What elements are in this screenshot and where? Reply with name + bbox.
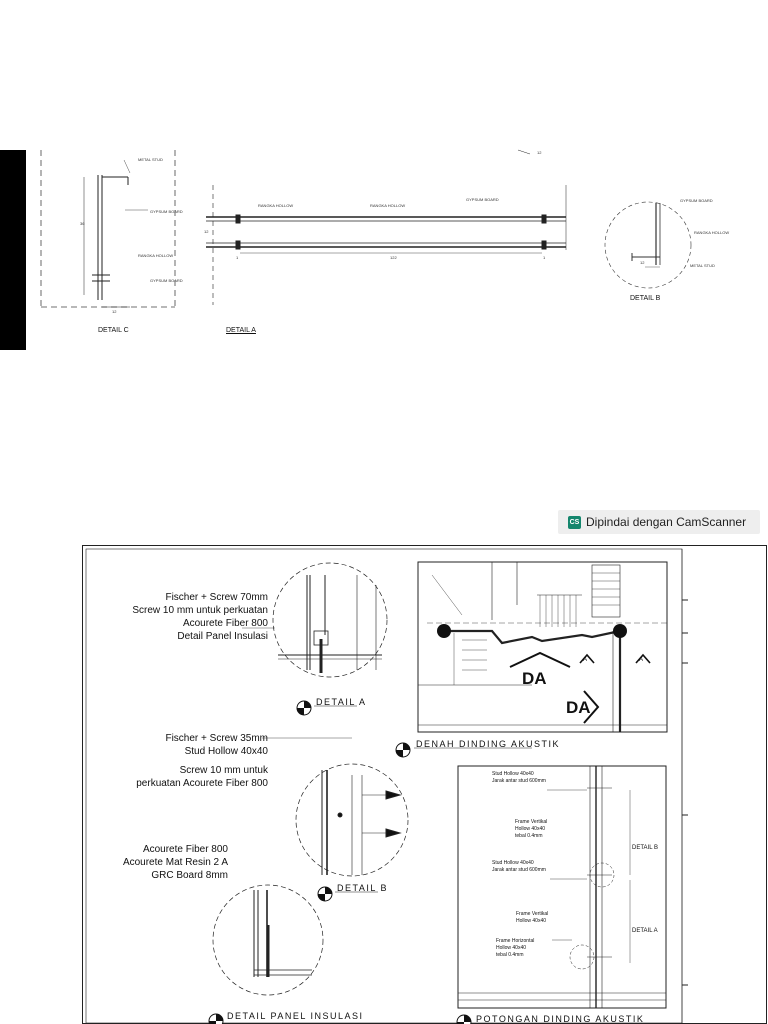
detail-b-label-0: GYPSUM BOARD [680,198,713,203]
note-b-2: Screw 10 mm untuk [179,765,268,776]
da-marker-right-arrow [583,690,600,724]
plan-mark-a-1: A [583,657,588,663]
detail-b-label-2: METAL STUD [690,263,715,268]
detail-a-title: DETAIL A [226,327,256,334]
section-label-1-line-1: Hollow 40x40 [515,826,546,832]
detail-b-dim-width: 12 [640,260,645,265]
section-label-0-line-0: Stud Hollow 40x40 [492,771,534,777]
scan-edge-shadow [0,150,26,350]
note-a-2: Acourete Fiber 800 [182,618,268,629]
detail-a-dim-side: 12 [204,229,209,234]
note-a-3: Detail Panel Insulasi [177,631,268,642]
detail-c-label-3: GYPSUM BOARD [150,278,183,283]
plan-node-right [613,624,627,638]
section-label-3-line-1: Hollow 40x40 [516,918,547,924]
notes-detail-panel: Acourete Fiber 800 Acourete Mat Resin 2 … [123,843,228,882]
plan-mark-a-2: A [639,657,644,663]
detail-c-wall [83,159,148,308]
detail-panel-symbol [208,1013,224,1024]
section-callout-detail-b: DETAIL B [632,845,659,851]
detail-c-label-0: METAL STUD [138,157,163,162]
title-detail-a: DETAIL A [316,697,367,707]
a-marker-1-arrow [579,653,595,664]
title-denah: DENAH DINDING AKUSTIK [416,739,561,749]
detail-panel-bubble [212,884,324,996]
detail-c-title: DETAIL C [98,327,129,334]
detail-a-dim-end-left: 1 [236,255,239,260]
detail-b-symbol [317,886,378,902]
potongan-section [457,765,667,1009]
denah-plan [417,561,668,733]
bottom-drawing-sheet: Fischer + Screw 70mm Screw 10 mm untuk p… [82,545,768,1024]
section-label-1-line-0: Frame Vertikal [515,819,548,825]
da-marker-top-arrow [509,651,571,668]
a-marker-2-arrow [635,653,651,664]
detail-c-frame [40,150,176,308]
notes-detail-a: Fischer + Screw 70mm Screw 10 mm untuk p… [132,591,268,643]
section-label-1-line-2: tebal 0.4mm [515,833,543,839]
section-label-4: Frame Horizontal Hollow 40x40 tebal 0.4m… [496,938,534,959]
section-label-4-line-2: tebal 0.4mm [496,952,524,958]
potongan-symbol [456,1014,472,1024]
detail-a-bubble [242,562,388,678]
detail-b-label-1: RANGKA HOLLOW [694,230,730,235]
note-b-3: perkuatan Acourete Fiber 800 [136,778,268,789]
detail-a-dim-total: 122 [390,255,397,260]
note-a-0: Fischer + Screw 70mm [165,592,268,603]
top-drawing-lines [40,149,692,308]
plan-node-left [437,624,451,638]
detail-c-label-1: GYPSUM BOARD [150,209,183,214]
section-label-3-line-0: Frame Vertikal [516,911,549,917]
section-label-1: Frame Vertikal Hollow 40x40 tebal 0.4mm [515,819,547,840]
note-b-1: Stud Hollow 40x40 [184,746,268,757]
title-detail-panel: DETAIL PANEL INSULASI [227,1011,364,1021]
section-label-2: Stud Hollow 40x40 Jarak antar stud 600mm [492,860,546,874]
note-a-1: Screw 10 mm untuk perkuatan [132,605,268,616]
camscanner-text: Dipindai dengan CamScanner [586,515,747,529]
note-c-2: GRC Board 8mm [151,870,228,881]
camscanner-badge: CS Dipindai dengan CamScanner [558,510,760,534]
note-c-1: Acourete Mat Resin 2 A [122,857,228,868]
section-label-4-line-0: Frame Horizontal [496,938,535,944]
section-label-4-line-1: Hollow 40x40 [496,945,527,951]
detail-a-symbol [296,700,357,716]
detail-b-title: DETAIL B [630,295,661,302]
title-detail-b: DETAIL B [337,883,389,893]
detail-b-lines [604,201,692,289]
section-label-3: Frame Vertikal Hollow 40x40 [516,911,548,925]
section-label-0-line-1: Jarak antar stud 600mm [492,778,546,784]
plan-mark-da-2: DA [566,698,591,717]
detail-c-dim-width: 12 [112,309,117,314]
notes-detail-b: Fischer + Screw 35mm Stud Hollow 40x40 S… [136,732,268,790]
denah-symbol [395,742,532,758]
detail-a-lines [206,149,567,305]
note-c-0: Acourete Fiber 800 [142,844,228,855]
section-callout-detail-a: DETAIL A [632,928,658,934]
section-label-0: Stud Hollow 40x40 Jarak antar stud 600mm [492,771,546,785]
detail-b-bubble [262,737,409,877]
top-mark: 12 [537,150,542,155]
section-label-2-line-0: Stud Hollow 40x40 [492,860,534,866]
detail-c-label-2: RANGKA HOLLOW [138,253,174,258]
detail-a-label-1: RANGKA HOLLOW [370,203,406,208]
title-potongan: POTONGAN DINDING AKUSTIK [476,1014,645,1024]
detail-a-dim-end-right: 1 [543,255,546,260]
detail-a-label-2: GYPSUM BOARD [466,197,499,202]
detail-c-dim-height: 36 [80,221,85,226]
camscanner-logo-icon: CS [568,515,581,529]
top-drawing-sheet: METAL STUD GYPSUM BOARD RANGKA HOLLOW GY… [0,145,768,355]
plan-mark-da-1: DA [522,669,547,688]
note-b-0: Fischer + Screw 35mm [165,733,268,744]
detail-a-label-0: RANGKA HOLLOW [258,203,294,208]
section-label-2-line-1: Jarak antar stud 600mm [492,867,546,873]
